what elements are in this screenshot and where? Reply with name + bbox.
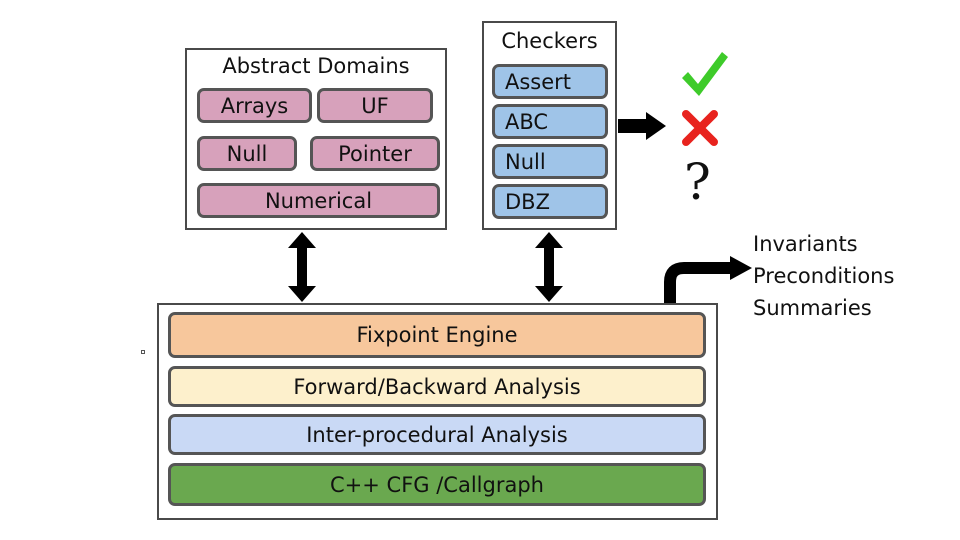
domains-engine-arrow: [288, 232, 316, 302]
domain-pointer: Pointer: [310, 136, 440, 171]
domain-null: Null: [197, 136, 297, 171]
outputs-list: Invariants Preconditions Summaries: [753, 228, 894, 324]
engine-output-arrow: [664, 256, 752, 308]
stray-marker: [141, 350, 145, 354]
unknown-verdict: ?: [684, 153, 711, 211]
output-preconditions: Preconditions: [753, 264, 895, 288]
output-summaries: Summaries: [753, 296, 872, 320]
checker-abc: ABC: [492, 104, 608, 139]
domain-arrays: Arrays: [197, 88, 312, 123]
checker-dbz: DBZ: [492, 184, 608, 219]
checkers-title: Checkers: [501, 29, 598, 53]
checkers-engine-arrow: [535, 232, 563, 302]
checkers-to-verdict-arrow: [618, 112, 666, 140]
cross-icon: [682, 110, 718, 146]
checker-null: Null: [492, 144, 608, 179]
layer-inter-procedural-analysis: Inter-procedural Analysis: [168, 414, 706, 455]
abstract-domains-title: Abstract Domains: [222, 54, 410, 78]
output-invariants: Invariants: [753, 232, 858, 256]
domain-numerical: Numerical: [197, 183, 440, 218]
layer-cfg-callgraph: C++ CFG /Callgraph: [168, 463, 706, 506]
check-icon: [682, 52, 728, 96]
layer-fixpoint-engine: Fixpoint Engine: [168, 312, 706, 358]
checker-assert: Assert: [492, 64, 608, 99]
domain-uf: UF: [317, 88, 433, 123]
layer-forward-backward-analysis: Forward/Backward Analysis: [168, 366, 706, 407]
